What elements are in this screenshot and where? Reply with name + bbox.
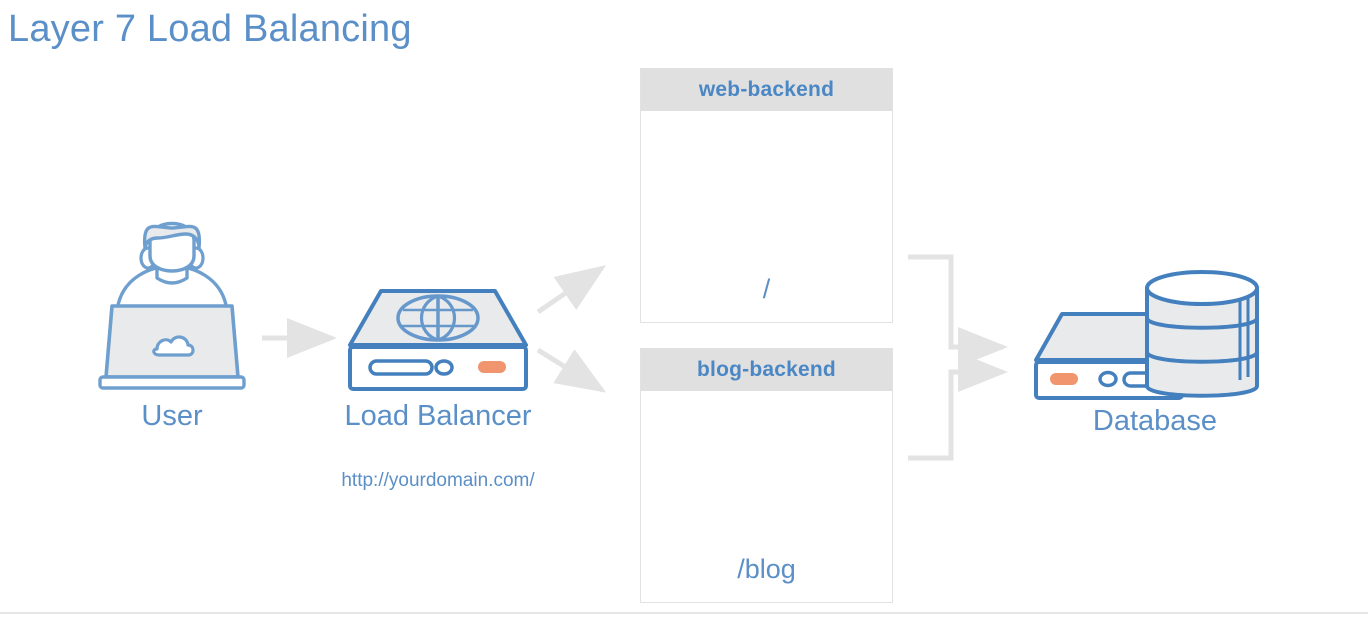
bottom-divider [0, 612, 1368, 614]
web-backend-box: web-backend / [640, 68, 893, 323]
user-label: User [141, 400, 203, 432]
web-backend-path-label: / [762, 274, 771, 304]
blog-backend-body: /blog [641, 391, 892, 602]
arrow-lb-to-blog-backend [536, 347, 607, 393]
database-label: Database [1092, 405, 1218, 437]
web-backend-body: / [641, 111, 892, 322]
cloud-icon [152, 335, 195, 357]
web-backend-title: web-backend [641, 69, 892, 111]
blog-backend-path-label: /blog [737, 554, 796, 584]
arrow-lb-to-web-backend [536, 265, 607, 315]
arrow-blog-backend-to-database [908, 352, 1008, 461]
blog-backend-box: blog-backend /blog [640, 348, 893, 603]
load-balancer-url-label: http://yourdomain.com/ [341, 470, 535, 491]
database-server-icon [1034, 270, 1259, 400]
arrow-web-backend-to-database [908, 254, 1008, 367]
server-globe-icon-load-balancer [348, 289, 528, 391]
load-balancer-label: Load Balancer [344, 400, 532, 432]
user-laptop-icon [98, 221, 246, 390]
blog-backend-title: blog-backend [641, 349, 892, 391]
page-title: Layer 7 Load Balancing [8, 8, 412, 50]
